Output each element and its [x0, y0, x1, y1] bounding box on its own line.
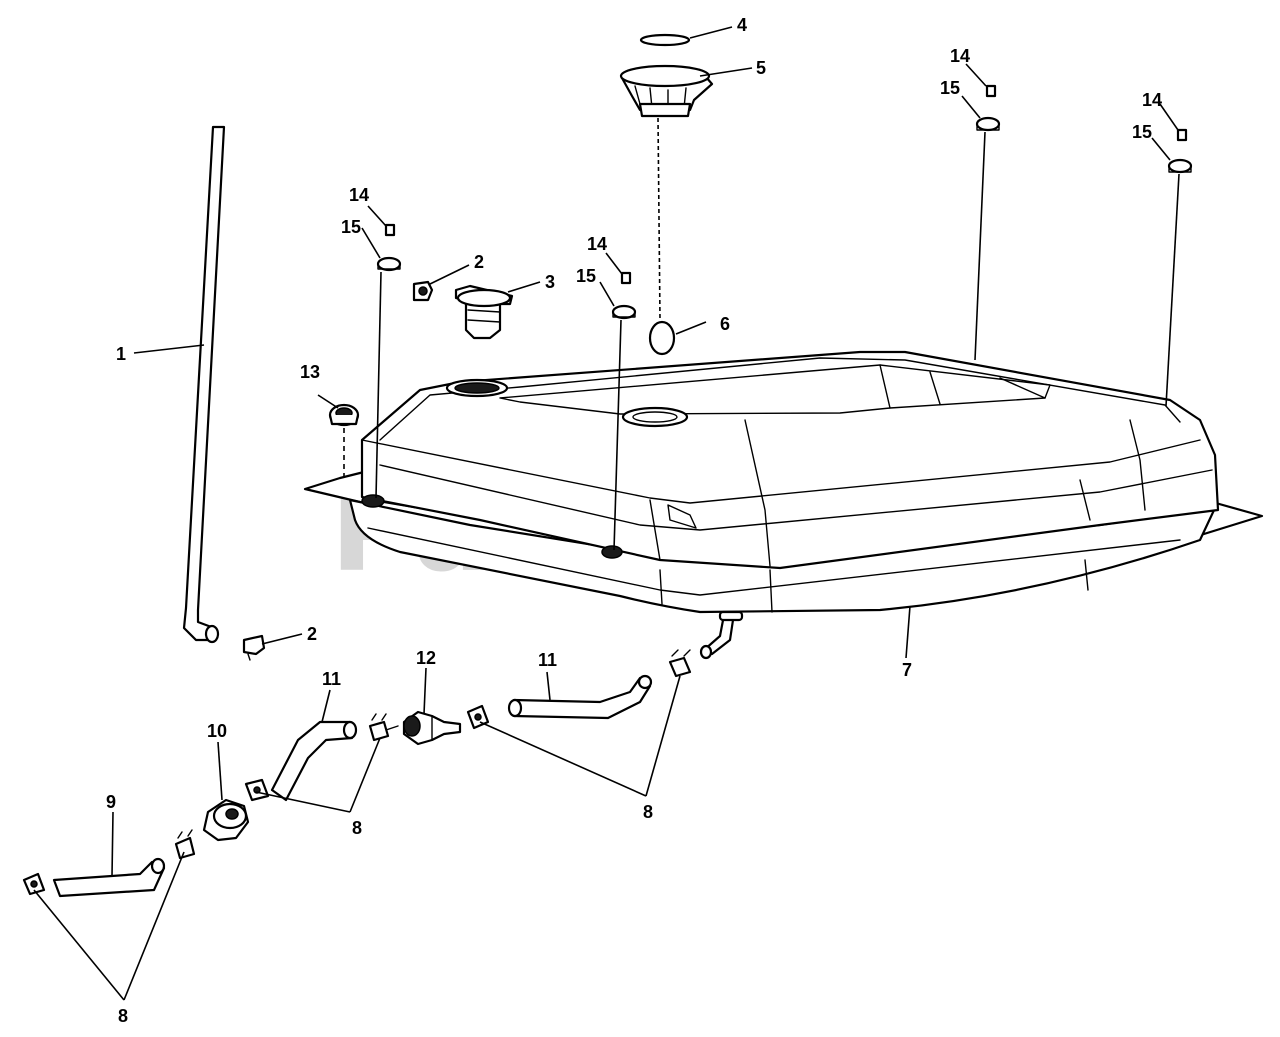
mount-bushing-center[interactable] — [611, 271, 637, 551]
clip-lower[interactable] — [242, 634, 266, 661]
mount-bushing-right-2[interactable] — [1165, 128, 1193, 407]
hose-clamp-hose[interactable] — [244, 778, 270, 802]
fuel-filter[interactable] — [202, 798, 250, 842]
callout-1: 1 — [116, 344, 126, 364]
fuel-hose-short[interactable] — [52, 857, 166, 898]
callout-14-center: 14 — [587, 234, 607, 254]
fuel-hose-right[interactable] — [507, 674, 653, 720]
tether-ring[interactable] — [648, 117, 676, 356]
callout-10: 10 — [207, 721, 227, 741]
leader-lines — [33, 26, 1179, 1001]
cap-gasket[interactable] — [639, 33, 691, 47]
hose-clamp-valve[interactable] — [368, 713, 390, 742]
callout-14-left: 14 — [349, 185, 369, 205]
mount-bushing-left[interactable] — [375, 223, 402, 499]
callout-15-center: 15 — [576, 266, 596, 286]
filler-adapter[interactable] — [454, 284, 514, 340]
callout-14-right-1: 14 — [950, 46, 970, 66]
shutoff-valve[interactable] — [385, 710, 462, 746]
fuel-cap[interactable] — [619, 64, 714, 118]
callout-13: 13 — [300, 362, 320, 382]
callout-11-right: 11 — [538, 650, 557, 670]
callout-8-middle: 8 — [352, 818, 362, 838]
callout-2-lower: 2 — [307, 624, 317, 644]
grommet[interactable] — [328, 403, 360, 480]
callout-2-upper: 2 — [474, 252, 484, 272]
callout-15-right-2: 15 — [1132, 122, 1152, 142]
callout-8-left: 8 — [118, 1006, 128, 1026]
mount-bushing-right-1[interactable] — [974, 84, 1001, 361]
callout-12: 12 — [416, 648, 436, 668]
callout-15-left: 15 — [341, 217, 361, 237]
callout-15-right-1: 15 — [940, 78, 960, 98]
callout-8-right: 8 — [643, 802, 653, 822]
callout-4: 4 — [737, 15, 747, 35]
callout-6: 6 — [720, 314, 730, 334]
vent-tube[interactable] — [182, 125, 226, 644]
hose-clamp-end[interactable] — [22, 872, 46, 896]
clip-upper[interactable] — [412, 280, 434, 302]
fuel-tank[interactable] — [303, 350, 1264, 660]
fuel-hose-left[interactable] — [270, 720, 358, 802]
hose-clamp-filter[interactable] — [174, 829, 196, 860]
callout-labels: 1 2 2 3 4 5 6 7 8 8 8 9 10 11 11 12 13 1… — [106, 15, 1162, 1026]
hose-clamp-tank[interactable] — [668, 649, 692, 678]
callout-9: 9 — [106, 792, 116, 812]
callout-14-right-2: 14 — [1142, 90, 1162, 110]
callout-5: 5 — [756, 58, 766, 78]
callout-3: 3 — [545, 272, 555, 292]
callout-7: 7 — [902, 660, 912, 680]
callout-11-left: 11 — [322, 669, 341, 689]
